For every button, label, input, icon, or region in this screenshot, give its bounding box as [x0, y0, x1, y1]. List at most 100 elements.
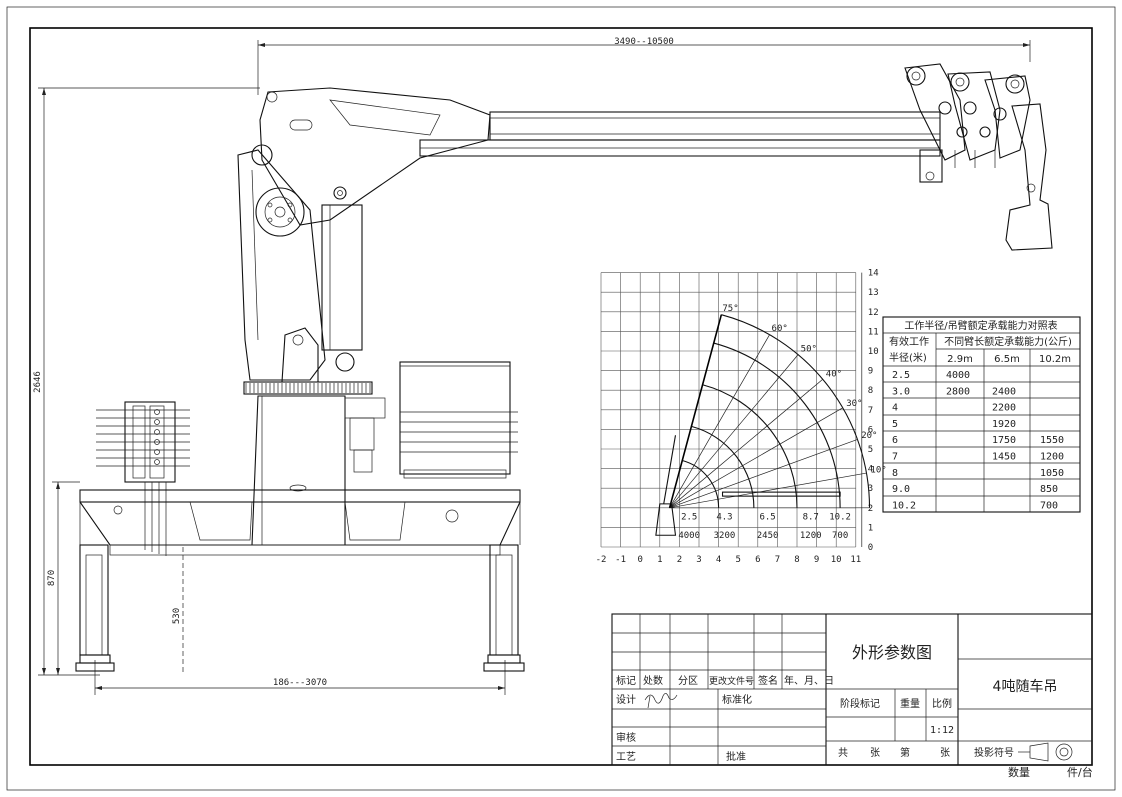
header-radius-1: 有效工作: [889, 335, 929, 348]
x-tick-label: 9: [814, 555, 819, 565]
angle-label: 60°: [772, 324, 788, 334]
load-label: 3200: [714, 531, 736, 541]
tb-unit: 件/台: [1067, 765, 1093, 779]
angle-ray: [669, 407, 843, 509]
y-tick-label: 2: [868, 504, 873, 514]
tb-zone: 分区: [678, 675, 698, 687]
tb-scale-value: 1:12: [930, 725, 954, 736]
tb-doc: 更改文件号: [709, 675, 754, 687]
overall-height-dimension: 2646: [33, 371, 43, 393]
capacity-cell: 4: [892, 403, 898, 414]
crane-silhouette: [655, 503, 677, 536]
boom-head: [904, 63, 1031, 168]
y-tick-label: 3: [868, 484, 873, 494]
x-tick-label: 7: [775, 555, 780, 565]
capacity-cell: 2200: [992, 403, 1016, 414]
hook-block: [1005, 103, 1053, 251]
y-tick-label: 7: [868, 406, 873, 416]
title-block: [611, 613, 1093, 766]
tb-count: 处数: [643, 674, 663, 687]
capacity-cell: 2800: [946, 386, 970, 397]
header-radius-2: 半径(米): [889, 351, 927, 364]
tb-stage: 阶段标记: [840, 697, 880, 710]
tb-date: 年、月、日: [784, 674, 834, 687]
radius-arc: [721, 314, 871, 508]
y-tick-label: 8: [868, 386, 873, 396]
radius-arc: [702, 384, 798, 508]
capacity-cell: 2400: [992, 386, 1016, 397]
capacity-cell: 1050: [1040, 468, 1064, 479]
tb-standardize: 标准化: [722, 693, 752, 706]
capacity-cell: 9.0: [892, 484, 910, 495]
boom-range-dimension: 3490--10500: [614, 37, 674, 47]
tb-approve: 批准: [726, 750, 746, 763]
tb-sheet: 张: [940, 747, 950, 759]
capacity-cell: 4000: [946, 370, 970, 381]
slew-ring: [243, 381, 373, 395]
y-tick-label: 14: [868, 269, 879, 279]
load-label: 700: [832, 531, 848, 541]
radius-label: 4.3: [716, 513, 732, 523]
outrigger-span-dimension: 186---3070: [273, 678, 327, 688]
capacity-cell: 8: [892, 468, 898, 479]
y-tick-label: 6: [868, 425, 873, 435]
x-tick-label: 11: [850, 555, 861, 565]
outer-border: [6, 6, 1116, 791]
angle-label: 75°: [722, 304, 738, 314]
capacity-cell: 1750: [992, 435, 1016, 446]
x-tick-label: 1: [657, 555, 662, 565]
radius-arc: [682, 459, 720, 508]
x-tick-label: 2: [677, 555, 682, 565]
y-tick-label: 12: [868, 308, 879, 318]
crane-silhouette-arm: [663, 435, 677, 504]
boom-plate-window: [329, 99, 441, 136]
y-tick-label: 4: [868, 465, 873, 475]
tb-weight: 重量: [900, 697, 920, 710]
x-tick-label: 4: [716, 555, 721, 565]
tb-quantity: 数量: [1008, 766, 1030, 779]
designer-signature: [644, 693, 678, 709]
angle-ray: [669, 354, 799, 509]
y-tick-label: 9: [868, 367, 873, 377]
capacity-cell: 1920: [992, 419, 1016, 430]
outrigger-leg-right: [483, 544, 525, 672]
angle-label: 30°: [846, 399, 862, 409]
telescopic-boom: [419, 111, 943, 183]
x-tick-label: 0: [637, 555, 642, 565]
x-tick-label: 8: [794, 555, 799, 565]
x-tick-label: 5: [735, 555, 740, 565]
capacity-cell: 6: [892, 435, 898, 446]
capacity-cell: 3.0: [892, 386, 910, 397]
boom-length-2: 6.5m: [994, 354, 1020, 365]
radius-label: 8.7: [803, 513, 819, 523]
tb-review: 审核: [616, 731, 636, 744]
y-tick-label: 10: [868, 347, 879, 357]
angle-ray: [669, 439, 858, 509]
tb-sign: 签名: [758, 674, 778, 687]
angle-label: 10°: [870, 465, 886, 475]
tb-projection: 投影符号: [974, 746, 1014, 759]
y-tick-label: 13: [868, 288, 879, 298]
x-tick-label: 10: [831, 555, 842, 565]
capacity-cell: 1450: [992, 452, 1016, 463]
capacity-table: [882, 316, 1081, 513]
dimension-lines: [38, 40, 1031, 695]
tb-process: 工艺: [616, 751, 636, 763]
capacity-cell: 7: [892, 452, 898, 463]
capacity-cell: 1200: [1040, 452, 1064, 463]
boom-at-75-degrees: [668, 314, 723, 509]
angle-label: 50°: [801, 345, 817, 355]
projection-symbol-icon: [1018, 742, 1073, 762]
load-label: 4000: [678, 531, 700, 541]
boom-length-1: 2.9m: [947, 354, 973, 365]
boom-length-3: 10.2m: [1039, 354, 1071, 365]
y-tick-label: 5: [868, 445, 873, 455]
outrigger-leg-left: [75, 544, 115, 672]
radius-arc: [691, 425, 755, 508]
y-tick-label: 11: [868, 327, 879, 337]
leg-height-dimension: 870: [47, 570, 57, 586]
boom-horizontal: [721, 491, 841, 497]
tb-total: 共: [838, 747, 848, 759]
